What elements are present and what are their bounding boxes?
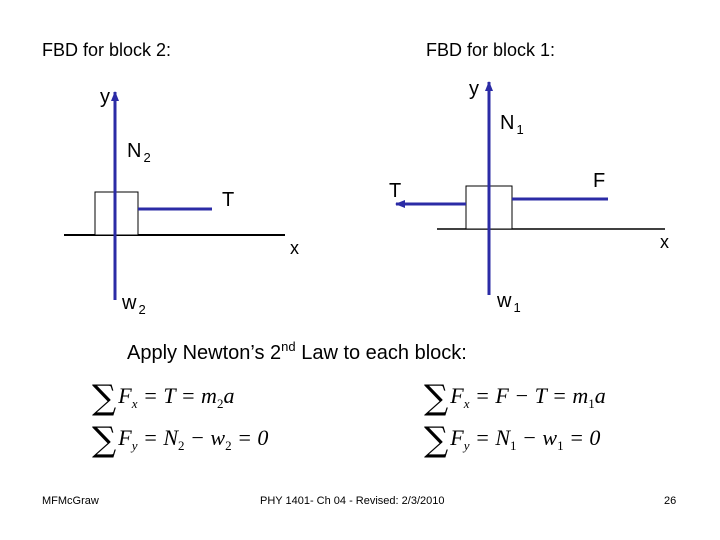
block1-x-label: x — [660, 232, 669, 252]
block1-title: FBD for block 1: — [426, 40, 556, 60]
block1-equation-x: ∑Fx = F − T = m1a — [424, 378, 606, 418]
summation-symbol: ∑ — [92, 420, 117, 460]
footer-course: PHY 1401- Ch 04 - Revised: 2/3/2010 — [260, 495, 445, 507]
block1-force-label: F — [593, 170, 606, 192]
block2-x-label: x — [290, 238, 299, 258]
block2-title: FBD for block 2: — [42, 40, 172, 60]
block2-tension-label: T — [222, 189, 235, 211]
footer-page-number: 26 — [664, 495, 677, 507]
block1-y-label: y — [469, 78, 479, 100]
block2-equation-x: ∑Fx = T = m2a — [92, 378, 235, 418]
footer-author: MFMcGraw — [42, 495, 99, 507]
summation-symbol: ∑ — [424, 378, 449, 418]
summation-symbol: ∑ — [92, 378, 117, 418]
block2-y-label: y — [100, 86, 110, 108]
block2-equation-y: ∑Fy = N2 − w2 = 0 — [92, 420, 269, 460]
block1-tension-label: T — [389, 180, 402, 202]
summation-symbol: ∑ — [424, 420, 449, 460]
block1-equation-y: ∑Fy = N1 − w1 = 0 — [424, 420, 601, 460]
instruction-text: Apply Newton’s 2nd Law to each block: — [127, 339, 467, 364]
